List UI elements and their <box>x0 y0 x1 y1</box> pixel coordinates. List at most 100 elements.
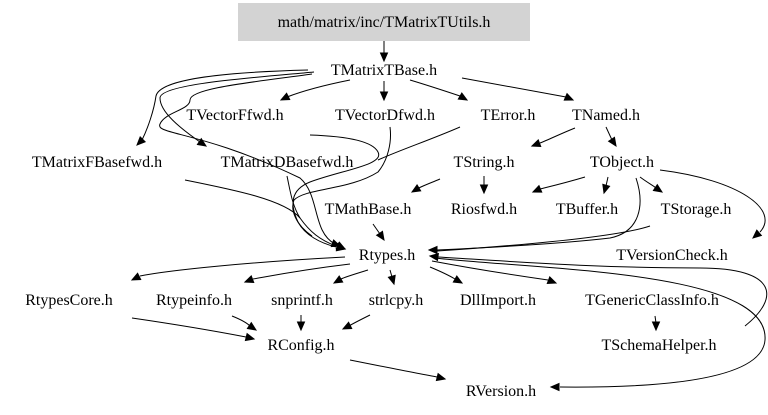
arrow-head-icon <box>530 139 542 148</box>
node-label-tmatrixfbasefwd: TMatrixFBasefwd.h <box>32 154 162 171</box>
node-tvectorffwd[interactable]: TVectorFfwd.h <box>186 107 283 124</box>
arrow-head-icon <box>130 272 142 281</box>
node-tvectordfwd[interactable]: TVectorDfwd.h <box>335 107 435 124</box>
arrow-head-icon <box>375 230 385 242</box>
node-label-terror: TError.h <box>481 107 536 124</box>
node-label-tobject: TObject.h <box>590 154 654 171</box>
edge-tmatrixtbase-to-tnamed <box>461 77 575 101</box>
edge-snprintf-to-rconfig <box>296 315 306 332</box>
arrow-head-icon <box>435 372 447 382</box>
arrow-head-icon <box>196 137 208 147</box>
edge-tobject-to-tstorage <box>639 176 664 193</box>
arrow-head-icon <box>410 183 422 193</box>
edge-line <box>605 126 613 141</box>
arrow-head-icon <box>387 274 396 286</box>
edge-tobject-to-riosfwd <box>531 176 586 193</box>
edge-tstring-to-riosfwd <box>479 176 489 195</box>
edge-line <box>639 176 657 189</box>
node-rtypeinfo[interactable]: Rtypeinfo.h <box>156 292 232 309</box>
arrow-head-icon <box>379 52 389 63</box>
node-label-dllimport: DllImport.h <box>460 292 536 309</box>
arrow-head-icon <box>457 92 469 101</box>
edge-line <box>340 269 369 280</box>
edge-tnamed-to-tobject <box>605 126 617 148</box>
node-tbuffer[interactable]: TBuffer.h <box>556 201 618 218</box>
edge-line <box>184 179 337 247</box>
node-label-rtypeinfo: Rtypeinfo.h <box>156 292 232 309</box>
node-tmatrixfbasefwd[interactable]: TMatrixFBasefwd.h <box>32 154 162 171</box>
node-label-tvectordfwd: TVectorDfwd.h <box>335 107 435 124</box>
edge-tmathbase-to-rtypes <box>372 223 385 242</box>
node-riosfwd[interactable]: Riosfwd.h <box>451 201 517 218</box>
edge-line <box>372 223 381 235</box>
node-tstring[interactable]: TString.h <box>454 154 515 171</box>
node-root[interactable]: math/matrix/inc/TMatrixTUtils.h <box>238 3 530 41</box>
edge-rtypes-to-rversion <box>434 257 766 392</box>
edge-tgenericclassinfo-to-tschemahelper <box>651 315 661 332</box>
node-tschemahelper[interactable]: TSchemaHelper.h <box>601 337 716 354</box>
edge-line <box>286 175 301 219</box>
edge-tmatrixtbase-to-tmatrixdbasefwd <box>159 71 315 147</box>
nodes-layer: math/matrix/inc/TMatrixTUtils.h TMatrixT… <box>25 3 731 400</box>
edge-line <box>431 260 549 281</box>
edge-root-to-tmatrixtbase <box>379 41 389 63</box>
edge-line <box>539 127 576 144</box>
edge-rtypes-to-rtypescore <box>130 256 346 281</box>
arrow-head-icon <box>332 275 344 284</box>
node-rtypescore[interactable]: RtypesCore.h <box>25 292 113 309</box>
node-label-tstorage: TStorage.h <box>661 201 732 218</box>
edge-rtypeinfo-to-rconfig <box>231 315 258 331</box>
node-tversioncheck[interactable]: TVersionCheck.h <box>616 247 728 264</box>
edge-line <box>159 73 336 245</box>
node-rversion[interactable]: RVersion.h <box>466 383 536 400</box>
node-terror[interactable]: TError.h <box>481 107 536 124</box>
node-tnamed[interactable]: TNamed.h <box>572 107 640 124</box>
root-node-box <box>238 3 530 41</box>
arrow-head-icon <box>279 92 291 101</box>
edge-rtypescore-to-rconfig <box>131 317 256 342</box>
arrow-head-icon <box>651 321 661 332</box>
edge-rtypes-to-tgenericclassinfo <box>431 260 558 285</box>
node-snprintf[interactable]: snprintf.h <box>271 292 333 309</box>
arrow-head-icon <box>136 135 147 146</box>
arrow-head-icon <box>335 242 347 251</box>
edge-tnamed-to-tstring <box>530 127 576 148</box>
node-tmatrixdbasefwd[interactable]: TMatrixDBasefwd.h <box>221 154 354 171</box>
arrow-head-icon <box>546 276 558 285</box>
edge-rtypes-to-strlcpy <box>387 269 396 286</box>
node-rtypes[interactable]: Rtypes.h <box>359 247 415 264</box>
arrow-head-icon <box>549 382 560 392</box>
node-tmathbase[interactable]: TMathBase.h <box>325 201 412 218</box>
edge-rtypes-to-dllimport <box>429 266 464 284</box>
edge-line <box>348 314 371 327</box>
node-dllimport[interactable]: DllImport.h <box>460 292 536 309</box>
arrow-head-icon <box>607 136 617 148</box>
edge-tmatrixfbasefwd-to-rtypes <box>184 179 347 251</box>
arrow-head-icon <box>244 332 256 342</box>
node-tobject[interactable]: TObject.h <box>590 154 654 171</box>
edge-tmatrixtbase-to-tmatrixfbasefwd <box>136 69 309 146</box>
node-tmatrixtbase[interactable]: TMatrixTBase.h <box>331 62 437 79</box>
edge-tversioncheck-to-rtypes <box>428 252 768 327</box>
node-tgenericclassinfo[interactable]: TGenericClassInfo.h <box>585 292 719 309</box>
edge-line <box>436 225 651 252</box>
node-strlcpy[interactable]: strlcpy.h <box>369 292 424 309</box>
edge-line <box>434 257 766 388</box>
node-label-tbuffer: TBuffer.h <box>556 201 618 218</box>
arrow-head-icon <box>379 91 389 102</box>
arrow-head-icon <box>296 321 306 332</box>
edge-line <box>252 263 351 280</box>
edge-line <box>429 266 456 280</box>
node-label-tvectorffwd: TVectorFfwd.h <box>186 107 283 124</box>
node-label-tmatrixtbase: TMatrixTBase.h <box>331 62 437 79</box>
arrow-head-icon <box>427 245 438 255</box>
arrow-head-icon <box>246 321 258 331</box>
node-rconfig[interactable]: RConfig.h <box>267 337 334 354</box>
node-label-rtypes: Rtypes.h <box>359 247 415 264</box>
edge-tstorage-to-rtypes <box>436 225 651 252</box>
edge-tmatrixdbasefwd-to-rtypes <box>286 175 301 219</box>
node-tstorage[interactable]: TStorage.h <box>661 201 732 218</box>
edge-line <box>659 169 766 233</box>
node-label-tversioncheck: TVersionCheck.h <box>616 247 728 264</box>
